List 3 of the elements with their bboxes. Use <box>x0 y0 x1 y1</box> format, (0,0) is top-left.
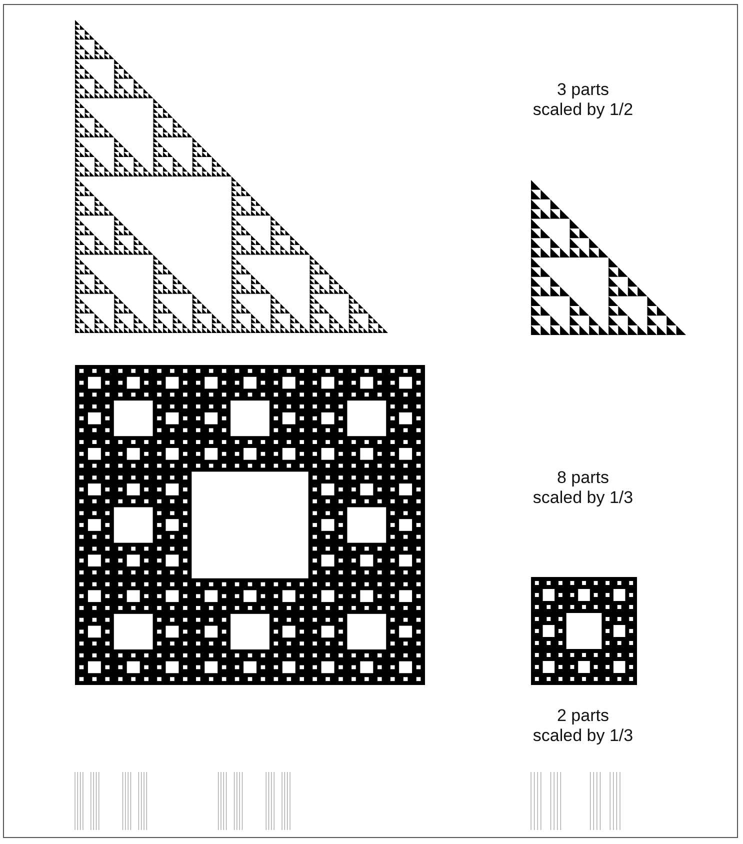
scale-note: 8 parts scaled by 1/3 <box>532 468 634 508</box>
scale-note: 2 parts scaled by 1/3 <box>532 706 634 746</box>
scale-note: 3 parts scaled by 1/2 <box>532 80 634 120</box>
